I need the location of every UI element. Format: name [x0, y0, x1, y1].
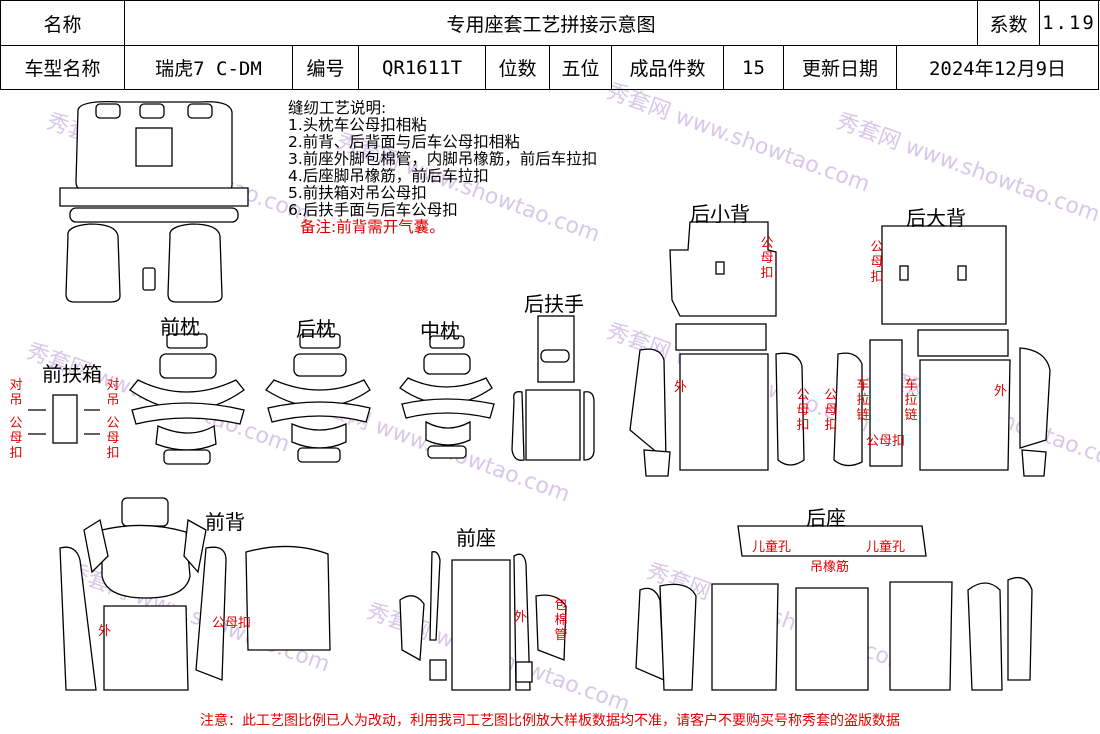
gong-mu-kou-note: 公母扣 — [824, 388, 838, 433]
zipper-note: 车拉链 — [856, 378, 870, 423]
gong-mu-kou-note: 公母扣 — [870, 240, 884, 285]
rear-headrest-pattern — [265, 333, 371, 463]
model-value: 瑞虎7 C-DM — [125, 46, 293, 90]
seats-label: 位数 — [486, 46, 550, 90]
notes-remark: 备注:前背需开气囊。 — [300, 218, 445, 236]
dui-diao-note: 对吊 — [106, 378, 120, 408]
front-seat-pattern — [399, 551, 567, 691]
rear-small-back-pattern — [629, 221, 805, 477]
front-back-pattern — [59, 497, 331, 691]
note-item: 5.前扶箱对吊公母扣 — [288, 184, 427, 202]
rear-armrest-pattern — [511, 315, 595, 461]
seat-overview — [59, 101, 249, 303]
rear-seat-pattern — [635, 525, 1033, 691]
front-seat-label: 前座 — [456, 526, 496, 550]
note-item: 1.头枕车公母扣相粘 — [288, 116, 427, 134]
footer-notice: 注意：此工艺图比例已人为改动，利用我司工艺图比例放大样板数据均不准，请客户不要购… — [200, 713, 900, 729]
cotton-tube-note: 包棉管 — [554, 598, 568, 643]
mid-headrest-label: 中枕 — [420, 319, 460, 343]
gong-mu-kou-note: 公母扣 — [212, 616, 252, 631]
rear-armrest-label: 后扶手 — [524, 292, 584, 316]
dui-diao-note: 对吊 — [9, 378, 23, 408]
gong-mu-kou-note: 公母扣 — [106, 416, 120, 461]
note-item: 3.前座外脚包棉管，内脚吊橡筋，前后车拉扣 — [288, 150, 598, 168]
front-back-label: 前背 — [205, 510, 245, 534]
hang-rubber-note: 吊橡筋 — [810, 560, 850, 575]
child-hole-note: 儿童孔 — [752, 540, 792, 555]
zipper-note: 车拉链 — [904, 378, 918, 423]
outer-note: 外 — [514, 610, 528, 625]
model-label: 车型名称 — [1, 46, 125, 90]
front-headrest-label: 前枕 — [160, 315, 200, 339]
header-table: 名称 专用座套工艺拼接示意图 系数 1.19 车型名称 瑞虎7 C-DM 编号 … — [0, 0, 1100, 90]
front-armbox-label: 前扶箱 — [42, 362, 102, 386]
date-value: 2024年12月9日 — [897, 46, 1099, 90]
sewing-notes: 缝纫工艺说明: 1.头枕车公母扣相粘 2.前背、后背面与后车公母扣相粘 3.前座… — [288, 100, 597, 236]
gong-mu-kou-note: 公母扣 — [9, 416, 23, 461]
front-armbox-pattern — [28, 394, 100, 444]
mid-headrest-pattern — [399, 335, 495, 459]
rear-seat-label: 后座 — [806, 506, 846, 530]
date-label: 更新日期 — [784, 46, 897, 90]
gong-mu-kou-note: 公母扣 — [796, 388, 810, 433]
rear-big-back-pattern — [833, 225, 1051, 477]
page-title: 专用座套工艺拼接示意图 — [125, 1, 978, 46]
rear-small-back-label: 后小背 — [690, 202, 750, 226]
front-headrest-pattern — [129, 333, 245, 465]
note-item: 2.前背、后背面与后车公母扣相粘 — [288, 133, 520, 151]
pieces-value: 15 — [724, 46, 784, 90]
rear-big-back-label: 后大背 — [906, 206, 966, 230]
name-label: 名称 — [1, 1, 125, 46]
gong-mu-kou-note: 公母扣 — [760, 236, 774, 281]
notes-title: 缝纫工艺说明: — [288, 99, 387, 117]
code-value: QR1611T — [359, 46, 486, 90]
child-hole-note: 儿童孔 — [866, 540, 906, 555]
outer-note: 外 — [674, 380, 688, 395]
note-item: 6.后扶手面与后车公母扣 — [288, 201, 458, 219]
coef-label: 系数 — [978, 1, 1040, 46]
rear-headrest-label: 后枕 — [296, 317, 336, 341]
gong-mu-kou-note: 公母扣 — [866, 434, 906, 449]
outer-note: 外 — [994, 384, 1008, 399]
outer-note: 外 — [98, 624, 112, 639]
code-label: 编号 — [293, 46, 359, 90]
note-item: 4.后座脚吊橡筋，前后车拉扣 — [288, 167, 489, 185]
coef-value: 1.19 — [1040, 1, 1099, 46]
pieces-label: 成品件数 — [612, 46, 724, 90]
seats-value: 五位 — [550, 46, 612, 90]
